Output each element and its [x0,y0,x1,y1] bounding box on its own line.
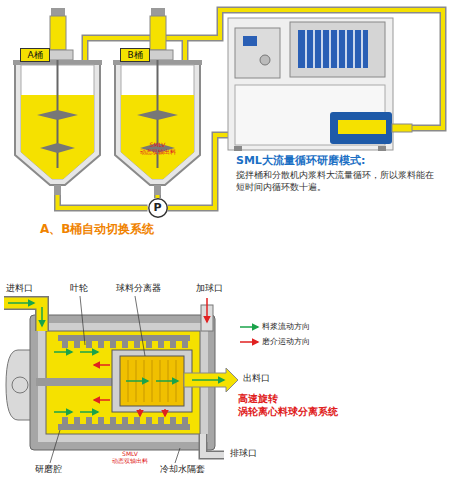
slurry-flow-arrow [80,351,98,353]
cooling-jacket [30,315,215,450]
legend-text: 料浆流动方向 [262,322,310,331]
leader-line [135,296,145,356]
tank-tag: B桶 [120,48,150,62]
pipe [85,10,443,128]
control-panel [235,28,280,78]
system-caption: A、B桶自动切换系统 [40,222,240,238]
slurry-flow-arrow [156,380,178,382]
feature-note: 高速旋转 涡轮离心料球分离系统 [238,392,350,418]
leader-line [50,430,60,463]
mode-description: 搅拌桶和分散机内浆料大流量循环，所以浆料能在 短时间内循环数十遍。 [236,170,444,193]
cooling-fins [306,30,362,68]
mill-outlet [392,124,412,132]
media-motion-arrow [94,399,110,401]
inlet-pipe-outline [4,303,42,331]
media-motion-arrow [94,364,110,366]
rotor-shaft [36,378,114,386]
pipe-connector-group [157,195,158,198]
brand-note: SMLV 动态双轴出料 [138,141,178,155]
part-label: 加球口 [196,283,223,295]
mill-chamber [338,120,386,134]
pipe-connector [58,195,148,208]
legend-sample [240,326,258,328]
media-motion-arrow [139,409,141,416]
pump-circle: P [148,198,168,218]
pipe-connector [156,195,160,198]
separator-housing [112,350,192,412]
media-motion-arrow [206,298,208,322]
slurry-flow-arrow [54,411,72,413]
part-label: 排球口 [230,448,257,460]
machine-frame [228,18,393,150]
part-label: 研磨腔 [35,464,62,476]
machine-foot [234,146,242,151]
tank-tag: A桶 [20,48,50,62]
machine-cabinet [235,85,385,145]
slurry-flow-arrow [54,351,72,353]
ball-charge-port [201,305,213,331]
ball-separator [120,356,184,406]
motor-block [298,30,368,68]
ball-discharge-port [203,434,224,455]
tank-node: B桶 SMLV 动态双轴出料 [115,46,200,195]
machine-foot [378,146,386,151]
end-flange [6,350,35,420]
control-knob [260,55,270,65]
pipe-outline [85,10,443,128]
leader-line [175,448,180,463]
part-label: 进料口 [6,283,33,295]
grinding-chamber [46,331,200,434]
part-label: 冷却水隔套 [160,464,205,476]
machine-housing [290,22,385,77]
legend-text: 磨介运动方向 [262,337,310,346]
tank-node: A桶 [15,46,100,195]
bearing [12,377,28,393]
part-label: 出料口 [243,373,270,385]
impeller-comb [58,335,190,341]
pipe-outline [182,38,189,60]
pipe-outline [58,195,148,208]
inlet-pipe [4,303,42,331]
slurry-flow-arrow [80,411,98,413]
pipe-outline [154,195,161,198]
part-label: 叶轮 [70,283,88,295]
legend-entry: 料浆流动方向 [262,321,310,332]
jacket-inner [38,323,208,442]
slurry-flow-arrow [8,302,34,304]
impeller-teeth [62,341,188,348]
media-motion-arrow [164,409,166,416]
leader-line [80,296,85,345]
pipe-outline [168,135,229,208]
mill-body [330,112,392,144]
slurry-flow-arrow [192,379,224,381]
pipe [183,38,187,60]
pump-circle-shape [148,199,166,217]
impeller-comb [58,424,190,430]
slurry-flow-arrow [41,307,43,326]
impeller-teeth [62,417,188,424]
separator-slots [128,360,176,402]
part-label: 球料分离器 [116,283,161,295]
mixing-tank [13,8,102,195]
mode-heading: SML大流量循环研磨模式: [236,154,446,168]
brand-note: SMLV 动态双轴出料 [112,451,148,465]
mixing-tank [113,8,202,195]
slurry-flow-arrow [126,380,148,382]
display [243,36,257,46]
ball-discharge-outline [203,434,224,455]
pipe [168,135,229,208]
pipe-connector-group [58,195,148,208]
pump-label: P [148,198,168,218]
legend-entry: 磨介运动方向 [262,336,310,347]
legend-sample [240,341,258,343]
outlet-arrow [184,368,238,392]
